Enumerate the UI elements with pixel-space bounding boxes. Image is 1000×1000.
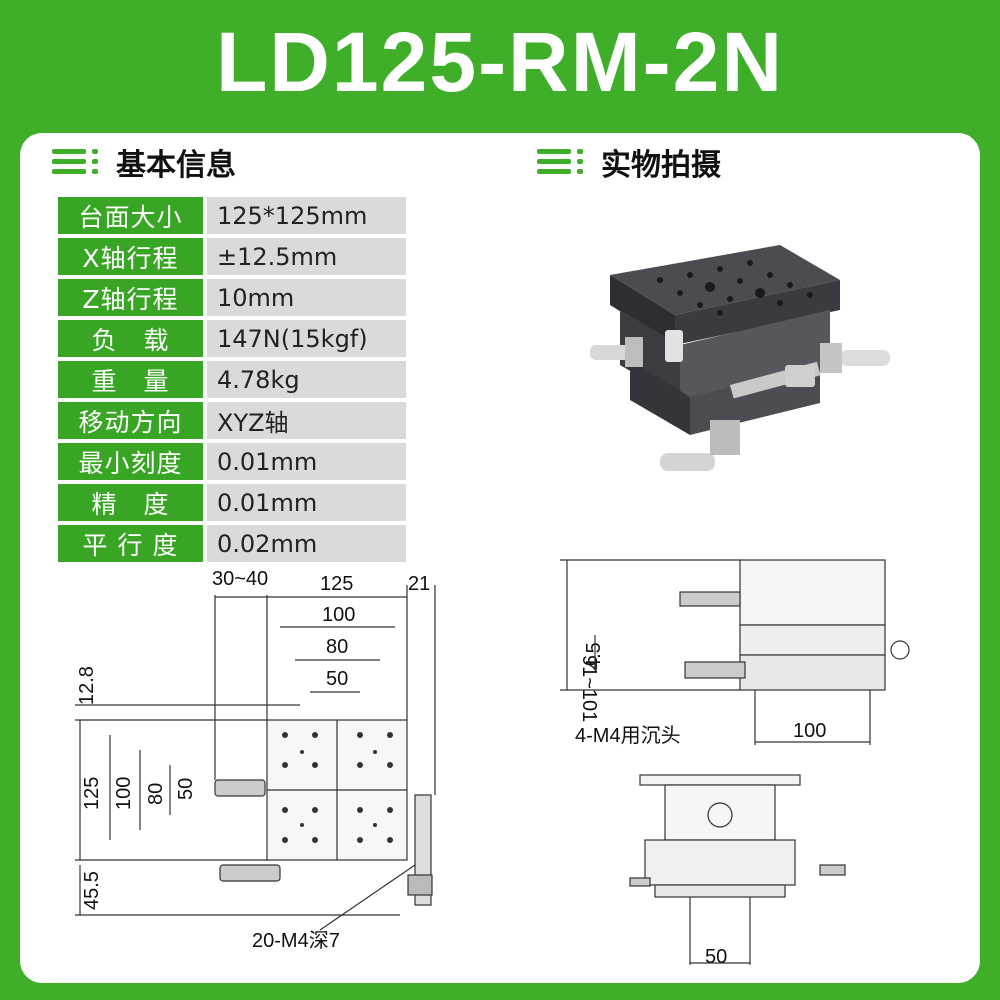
- section-photo: 实物拍摄: [537, 140, 721, 184]
- spec-key: 精 度: [58, 484, 203, 521]
- dim-4-5: 4.5: [583, 642, 605, 670]
- spec-row: 最小刻度 0.01mm: [58, 443, 406, 480]
- dim-side-100: 100: [793, 720, 826, 742]
- side-view-drawing: 91~101 4.5 4-M4用沉头 100: [560, 559, 910, 747]
- dim-45-5: 45.5: [81, 871, 103, 910]
- spec-value: ±12.5mm: [207, 238, 406, 275]
- list-icon: [537, 147, 587, 177]
- dim-30-40: 30~40: [212, 568, 268, 590]
- spec-key: 最小刻度: [58, 443, 203, 480]
- dim-v125: 125: [81, 777, 103, 810]
- spec-key: X轴行程: [58, 238, 203, 275]
- dim-21: 21: [408, 573, 430, 595]
- spec-key: 移动方向: [58, 402, 203, 439]
- spec-key: 负 载: [58, 320, 203, 357]
- spec-value: 4.78kg: [207, 361, 406, 398]
- dim-v100: 100: [113, 777, 135, 810]
- spec-key: Z轴行程: [58, 279, 203, 316]
- spec-value: 125*125mm: [207, 197, 406, 234]
- dim-v50: 50: [175, 778, 197, 800]
- holes-note: 20-M4深7: [252, 929, 340, 952]
- top-view-drawing: 30~40 125 21 100 80 50 12.8 125 100 80 5…: [75, 568, 436, 952]
- dim-v80: 80: [145, 783, 167, 805]
- spec-row: X轴行程±12.5mm: [58, 238, 406, 275]
- dim-125: 125: [320, 573, 353, 595]
- dim-80: 80: [326, 636, 348, 658]
- dim-front-50: 50: [705, 946, 727, 968]
- dim-91-101: 91~101: [578, 655, 600, 722]
- dim-100: 100: [322, 604, 355, 626]
- section-title-basic: 基本信息: [116, 148, 236, 183]
- mount-note: 4-M4用沉头: [575, 724, 681, 747]
- spec-value: 0.01mm: [207, 484, 406, 521]
- spec-value: 147N(15kgf): [207, 320, 406, 357]
- dim-50: 50: [326, 668, 348, 690]
- section-title-photo: 实物拍摄: [601, 148, 721, 183]
- product-title: LD125-RM-2N: [215, 15, 785, 109]
- spec-key: 台面大小: [58, 197, 203, 234]
- spec-row: 平 行 度 0.02mm: [58, 525, 406, 562]
- product-photo: [590, 245, 890, 471]
- spec-key: 平 行 度: [58, 525, 203, 562]
- spec-key: 重 量: [58, 361, 203, 398]
- spec-value: XYZ轴: [207, 402, 406, 439]
- spec-row: 精 度 0.01mm: [58, 484, 406, 521]
- list-icon: [52, 147, 102, 177]
- spec-value: 0.01mm: [207, 443, 406, 480]
- section-basic-info: 基本信息: [52, 140, 236, 184]
- spec-value: 0.02mm: [207, 525, 406, 562]
- front-view-drawing: 50: [629, 774, 846, 968]
- dim-12-8: 12.8: [76, 666, 98, 705]
- spec-value: 10mm: [207, 279, 406, 316]
